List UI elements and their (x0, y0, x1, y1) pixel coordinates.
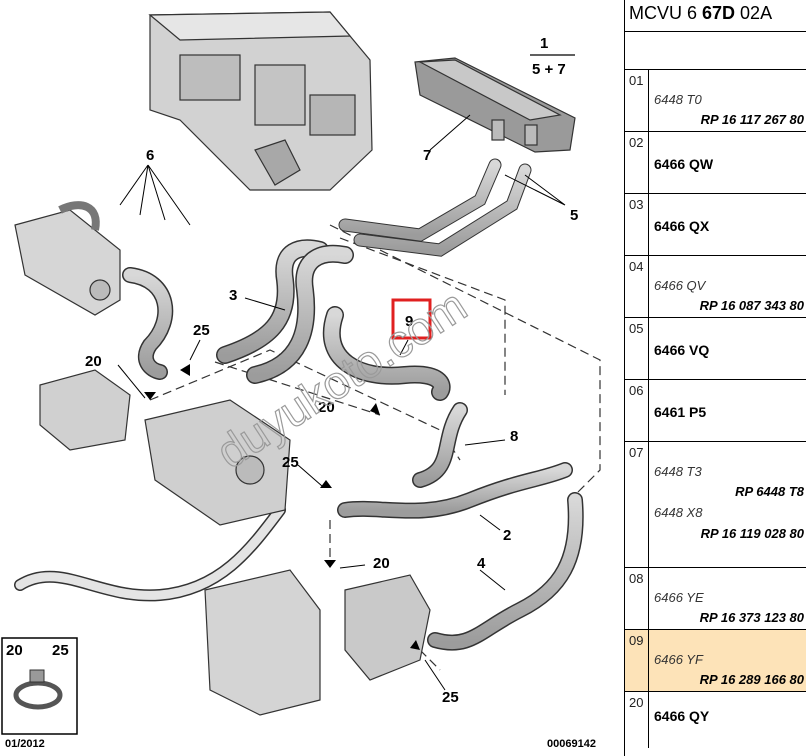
callout-9: 9 (405, 313, 413, 330)
hose-clamp-icon (13, 680, 63, 710)
part-ref: 6466 YE (654, 590, 704, 605)
part-row-08[interactable]: 08 6466 YE RP 16 373 123 80 (625, 568, 806, 630)
part-row-04[interactable]: 04 6466 QV RP 16 087 343 80 (625, 256, 806, 318)
part-code: RP 16 289 166 80 (699, 672, 804, 687)
callout-5: 5 (570, 207, 578, 224)
callout-25-mid: 25 (282, 454, 299, 471)
callout-labels: 1 5 + 7 6 7 5 3 25 20 9 8 20 25 2 4 20 2… (85, 35, 578, 706)
part-row-01[interactable]: 01 6448 T0 RP 16 117 267 80 (625, 70, 806, 132)
part-ref: 6448 T3 (654, 464, 702, 479)
parts-list-panel: MCVU 6 67D 02A 01 6448 T0 RP 16 117 267 … (624, 0, 806, 756)
leader-lines (117, 114, 566, 691)
callout-arrows (144, 364, 420, 650)
part-code: 6461 P5 (654, 404, 707, 420)
callout-20-left: 20 (85, 353, 102, 370)
part-row-03[interactable]: 03 6466 QX (625, 194, 806, 256)
inset-label-25: 25 (52, 642, 69, 659)
expansion-tank (14, 201, 121, 316)
callout-25-top: 25 (193, 322, 210, 339)
diagram-date: 01/2012 (5, 738, 45, 750)
part-row-09[interactable]: 09 6466 YF RP 16 289 166 80 (625, 630, 806, 692)
part-code: RP 16 373 123 80 (699, 610, 804, 625)
coolant-hoses (14, 239, 584, 651)
dashed-guides (149, 224, 601, 671)
part-row-05[interactable]: 05 6466 VQ (625, 318, 806, 380)
part-code: 6466 VQ (654, 342, 710, 358)
callout-25-low: 25 (442, 689, 459, 706)
heater-pipes (338, 158, 532, 257)
header-spacer (625, 32, 806, 70)
callout-8: 8 (510, 428, 518, 445)
highlight-box-9 (391, 298, 432, 340)
hvac-unit (148, 11, 373, 191)
model-header: MCVU 6 67D 02A (625, 0, 806, 32)
part-code: 6466 QY (654, 708, 710, 724)
engine-components (39, 369, 431, 716)
part-ref: 6466 QV (654, 278, 706, 293)
inset-label-20: 20 (6, 642, 23, 659)
diagram-reference: 00069142 (547, 738, 596, 750)
part-code: RP 16 119 028 80 (700, 526, 804, 541)
part-code: RP 6448 T8 (735, 484, 804, 499)
callout-3: 3 (229, 287, 237, 304)
callout-5-7: 5 + 7 (532, 61, 566, 78)
part-row-20[interactable]: 20 6466 QY (625, 692, 806, 748)
part-row-06[interactable]: 06 6461 P5 (625, 380, 806, 442)
part-code: RP 16 117 267 80 (700, 112, 804, 127)
callout-2: 2 (503, 527, 511, 544)
callout-6: 6 (146, 147, 154, 164)
callout-4: 4 (477, 555, 486, 572)
clamp-inset: 20 25 (1, 637, 78, 735)
callout-1: 1 (540, 35, 548, 52)
part-row-02[interactable]: 02 6466 QW (625, 132, 806, 194)
part-ref: 6466 YF (654, 652, 703, 667)
parts-diagram: 1 5 + 7 6 7 5 3 25 20 9 8 20 25 2 4 20 2… (1, 11, 601, 750)
heater-core (414, 57, 576, 153)
part-row-07[interactable]: 07 6448 T3 RP 6448 T8 6448 X8 RP 16 119 … (625, 442, 806, 568)
part-code: 6466 QW (654, 156, 714, 172)
part-code: RP 16 087 343 80 (699, 298, 804, 313)
callout-20-mid: 20 (318, 399, 335, 416)
callout-7: 7 (423, 147, 431, 164)
callout-20-low: 20 (373, 555, 390, 572)
part-code: 6466 QX (654, 218, 710, 234)
part-ref: 6448 X8 (654, 505, 703, 520)
part-ref: 6448 T0 (654, 92, 702, 107)
